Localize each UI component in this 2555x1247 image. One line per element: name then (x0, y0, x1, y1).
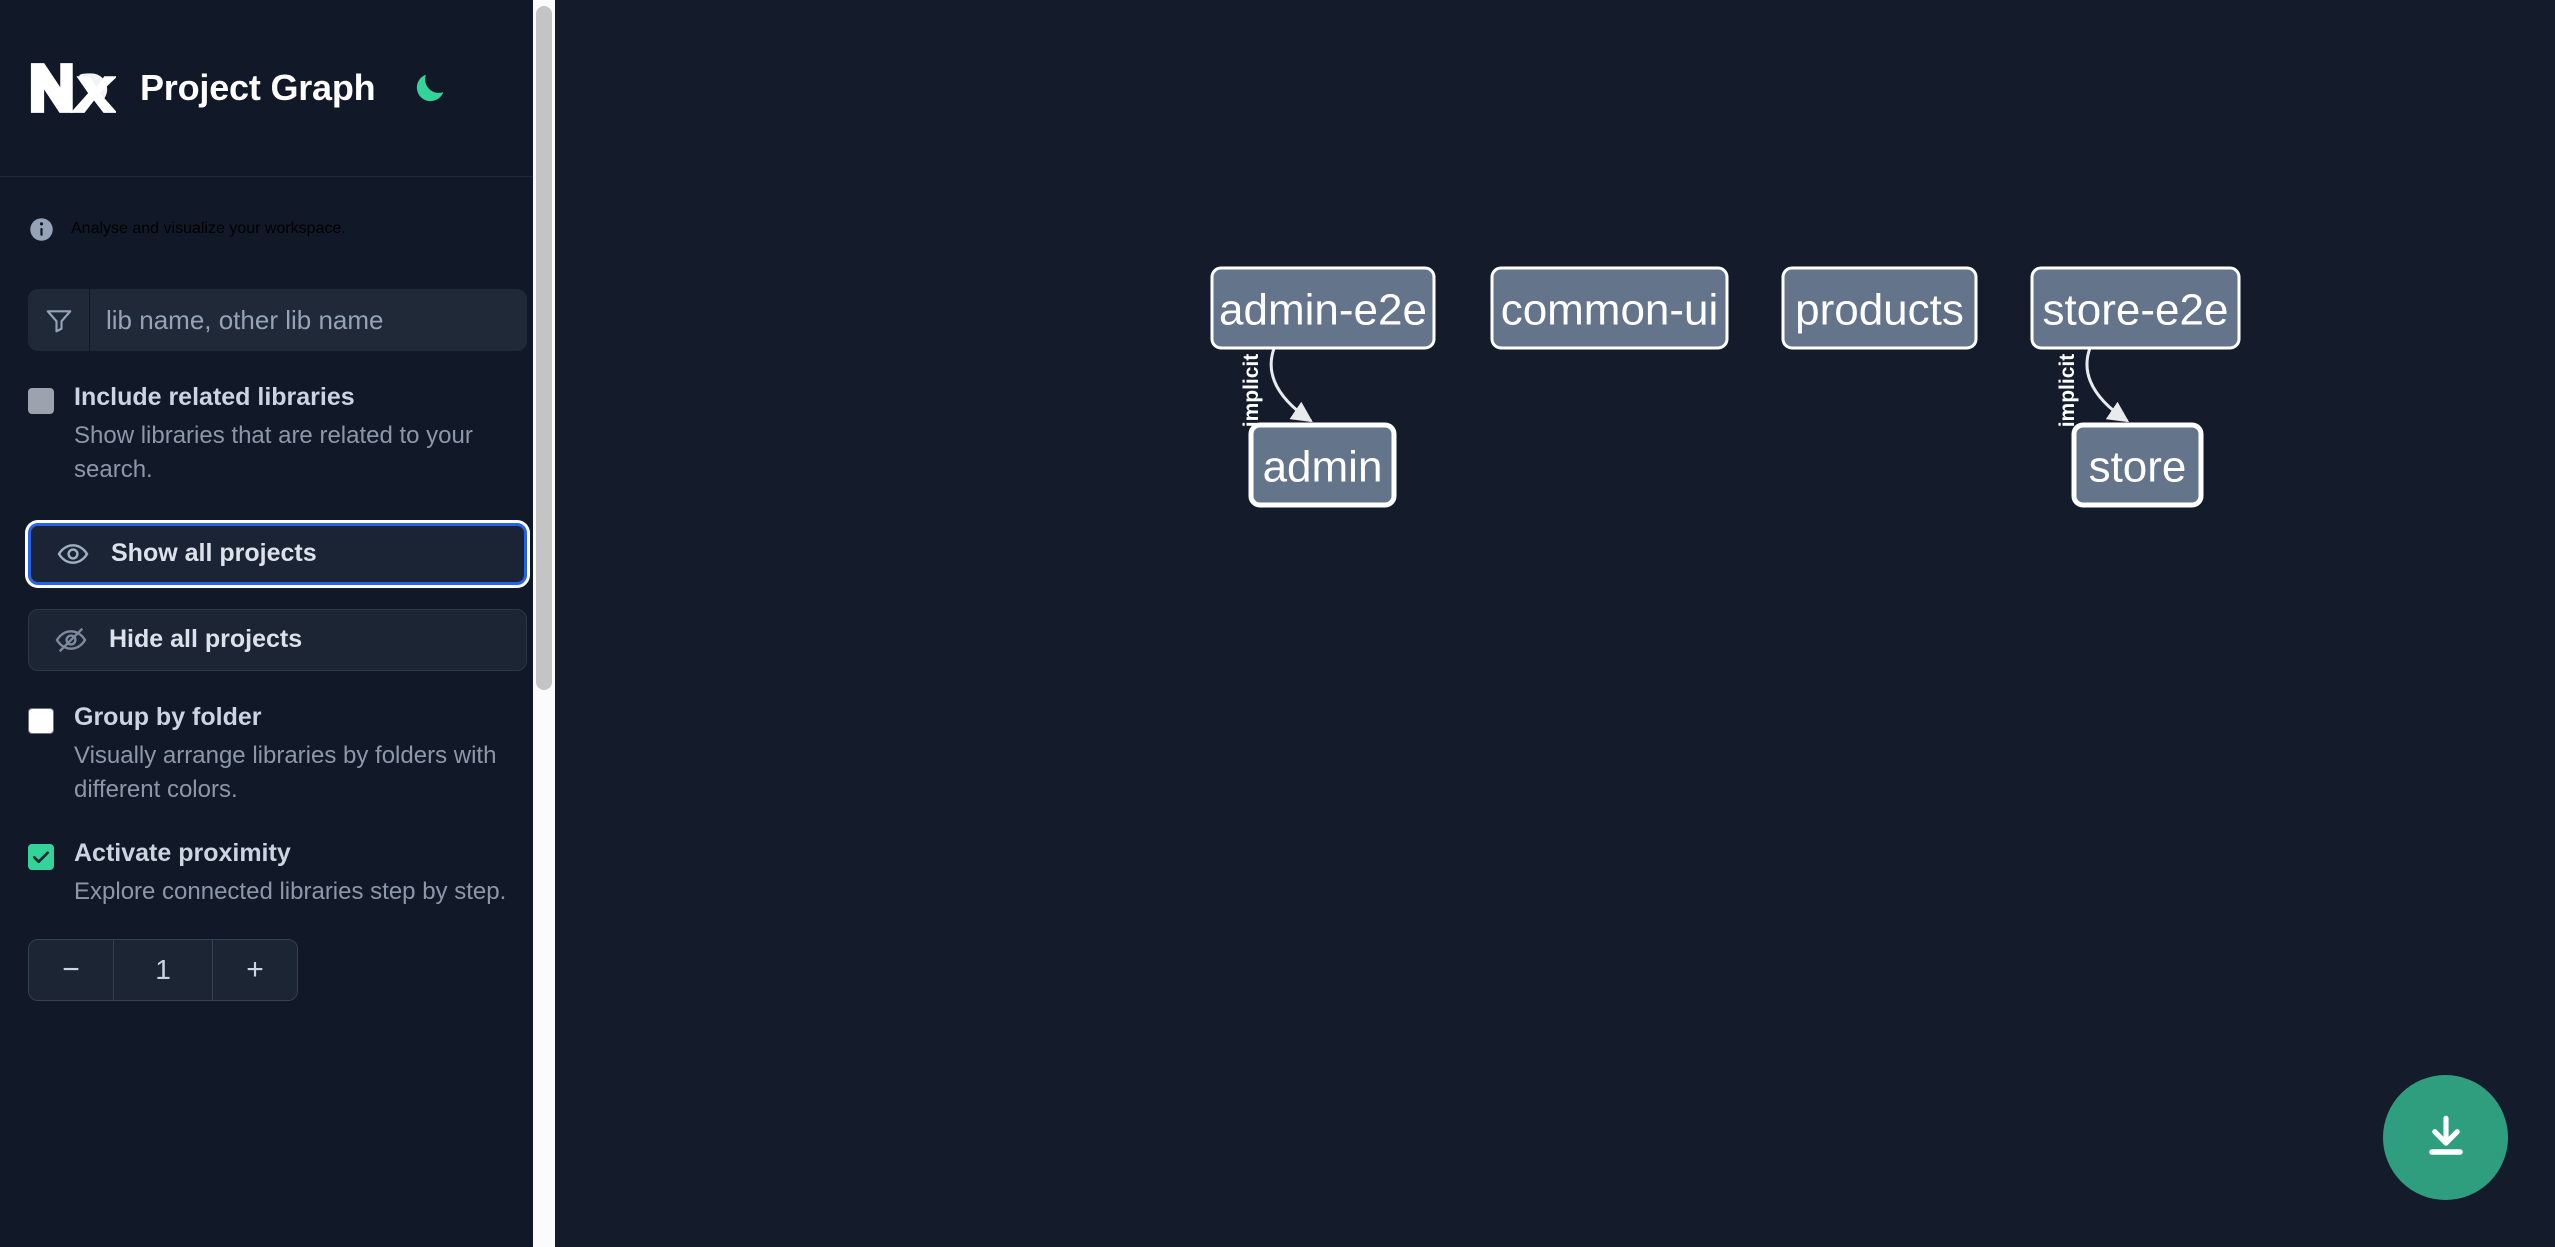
proximity-value: 1 (113, 939, 213, 1000)
info-icon (30, 217, 53, 241)
option-label: Group by folder (74, 702, 262, 731)
graph-node-label: products (1795, 286, 1964, 335)
checkbox-group-by-folder[interactable] (28, 707, 54, 734)
graph-node[interactable]: common-ui (1490, 266, 1729, 350)
graph-edge-label: implicit (2056, 354, 2079, 428)
search-input[interactable] (90, 289, 527, 351)
option-activate-proximity[interactable]: Activate proximity Explore connected lib… (28, 807, 527, 909)
graph-edge[interactable] (1269, 347, 1313, 423)
graph-node-rect[interactable] (1490, 266, 1729, 350)
graph-node[interactable]: store (2071, 422, 2204, 508)
checkbox-activate-proximity[interactable] (28, 843, 54, 870)
graph-node-rect[interactable] (1781, 266, 1978, 350)
graph-node-label: admin-e2e (1219, 286, 1427, 335)
hide-all-projects-button[interactable]: Hide all projects (28, 608, 527, 671)
sidebar-scrollbar[interactable] (533, 0, 555, 1247)
proximity-increment-button[interactable]: + (213, 939, 297, 1000)
show-all-projects-button[interactable]: Show all projects (28, 522, 527, 585)
graph-node[interactable]: store-e2e (2030, 266, 2241, 350)
graph-node[interactable]: admin-e2e (1210, 266, 1436, 350)
option-description: Show libraries that are related to your … (74, 421, 473, 483)
checkbox-include-related-libraries[interactable] (28, 388, 54, 414)
download-graph-button[interactable] (2383, 1075, 2508, 1200)
graph-edge-label: implicit (1240, 354, 1263, 428)
sidebar-header: Project Graph (0, 0, 555, 177)
option-group-by-folder[interactable]: Group by folder Visually arrange librari… (28, 671, 527, 807)
graph-node-rect[interactable] (2030, 266, 2241, 350)
graph-svg: implicit implicit admin-e2e common-ui produ… (1210, 266, 2241, 508)
search-box[interactable] (28, 289, 527, 351)
edge-layer: implicit implicit (1240, 347, 2130, 428)
moon-icon[interactable] (409, 67, 451, 109)
graph-node-rect[interactable] (2071, 422, 2204, 508)
page-title: Project Graph (140, 67, 376, 108)
sidebar-tagline-text: Analyse and visualize your workspace. (71, 220, 346, 237)
node-layer: admin-e2e common-ui products store-e2e admin… (1210, 266, 2241, 508)
visibility-button-group: Show all projects Hide all projects (28, 522, 527, 671)
graph-node-rect[interactable] (1248, 422, 1397, 508)
option-description: Visually arrange libraries by folders wi… (74, 741, 497, 803)
sidebar-tagline: Analyse and visualize your workspace. (0, 177, 555, 249)
graph-node[interactable]: admin (1248, 422, 1397, 508)
sidebar: Project Graph Analyse and visualize your… (0, 0, 555, 1247)
graph-node-label: admin (1263, 443, 1383, 492)
option-label: Include related libraries (74, 383, 355, 411)
graph-edge[interactable] (2085, 347, 2130, 423)
nx-logo (30, 63, 116, 113)
option-label: Activate proximity (74, 838, 291, 867)
graph-canvas[interactable]: implicit implicit admin-e2e common-ui produ… (555, 0, 2555, 1247)
option-include-related-libraries[interactable]: Include related libraries Show libraries… (28, 351, 527, 487)
option-description: Explore connected libraries step by step… (74, 877, 507, 905)
check-icon (33, 851, 50, 863)
filter-icon[interactable] (28, 289, 90, 351)
graph-node-label: common-ui (1501, 286, 1719, 335)
show-all-projects-label: Show all projects (111, 539, 317, 568)
eye-off-icon (55, 627, 87, 653)
hide-all-projects-label: Hide all projects (109, 625, 303, 654)
sidebar-scrollbar-thumb[interactable] (536, 6, 552, 690)
graph-node-label: store-e2e (2043, 286, 2229, 335)
graph-node[interactable]: products (1781, 266, 1978, 350)
graph-node-label: store (2089, 443, 2187, 492)
proximity-decrement-button[interactable]: − (29, 939, 113, 1000)
eye-icon (57, 544, 89, 564)
download-icon (2428, 1115, 2463, 1155)
sidebar-body: Include related libraries Show libraries… (0, 289, 555, 1001)
proximity-stepper: − 1 + (28, 938, 298, 1001)
graph-node-rect[interactable] (1210, 266, 1436, 350)
